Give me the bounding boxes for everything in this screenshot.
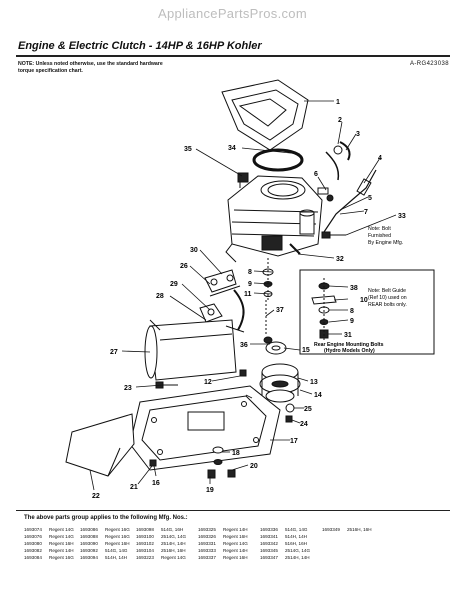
part-number-3: 3 xyxy=(356,131,360,138)
lower-hardware-part xyxy=(149,446,236,479)
watermark: AppliancePartsPros.com xyxy=(158,6,307,21)
part-number-10: 10 xyxy=(360,297,368,304)
part-number-12: 12 xyxy=(204,379,212,386)
part-number-7: 7 xyxy=(364,209,368,216)
part-number-8: 8 xyxy=(248,269,252,276)
svg-text:(Ref 10) used on: (Ref 10) used on xyxy=(368,295,407,301)
part-number-17: 17 xyxy=(290,438,298,445)
part-number-31: 31 xyxy=(344,332,352,339)
part-number-33: 33 xyxy=(398,213,406,220)
part-number-37: 37 xyxy=(276,307,284,314)
part-number-16: 16 xyxy=(152,480,160,487)
belt-guide-note: Note: Belt Guide (Ref 10) used on REAR b… xyxy=(368,288,407,308)
electric-clutch-part xyxy=(259,363,301,403)
bottom-rule xyxy=(16,510,450,511)
fuel-hose-part xyxy=(325,141,351,181)
applies-heading: The above parts group applies to the fol… xyxy=(24,515,188,521)
part-number-25: 25 xyxy=(304,406,312,413)
part-number-19: 19 xyxy=(206,487,214,494)
part-number-28: 28 xyxy=(156,293,164,300)
oil-cap-part xyxy=(237,172,249,188)
part-number-30: 30 xyxy=(190,247,198,254)
part-number-1: 1 xyxy=(336,99,340,106)
part-number-20: 20 xyxy=(250,463,258,470)
part-number-34: 34 xyxy=(228,145,236,152)
inset-hardware-part xyxy=(311,278,337,342)
front-shield-part xyxy=(65,413,135,477)
bolt-note: Note: Bolt Furnished By Engine Mfg. xyxy=(368,226,403,246)
part-number-29: 29 xyxy=(170,281,178,288)
part-number-4: 4 xyxy=(378,155,382,162)
part-number-2: 2 xyxy=(338,117,342,124)
part-number-22: 22 xyxy=(92,493,100,500)
engine-block-part xyxy=(225,175,323,263)
part-number-9-inset: 9 xyxy=(350,318,354,325)
part-number-26: 26 xyxy=(180,263,188,270)
svg-text:Furnished: Furnished xyxy=(368,233,391,239)
svg-text:REAR bolts only.: REAR bolts only. xyxy=(368,302,407,308)
engine-bolt-part xyxy=(289,243,301,255)
part-number-8-inset: 8 xyxy=(350,308,354,315)
pulley-part xyxy=(263,336,287,355)
svg-text:(Hydro Models Only): (Hydro Models Only) xyxy=(324,348,375,354)
reference-code: A-RG423038 xyxy=(409,61,449,67)
svg-text:Rear Engine Mounting Bolts: Rear Engine Mounting Bolts xyxy=(314,342,384,348)
part-number-21: 21 xyxy=(130,484,138,491)
clutch-bolt-part xyxy=(285,415,293,423)
muffler-part xyxy=(144,319,245,381)
part-number-15: 15 xyxy=(302,347,310,354)
part-number-6: 6 xyxy=(314,171,318,178)
title-rule xyxy=(16,55,450,57)
engine-cover-part xyxy=(221,79,309,151)
svg-text:Note: Belt Guide: Note: Belt Guide xyxy=(368,288,406,294)
throttle-cable-part xyxy=(317,169,377,233)
part-number-24: 24 xyxy=(300,421,308,428)
leader-lines xyxy=(89,100,397,491)
part-number-11: 11 xyxy=(244,291,252,298)
exhaust-manifold-part xyxy=(199,269,245,331)
part-number-13: 13 xyxy=(310,379,318,386)
part-number-38: 38 xyxy=(350,285,358,292)
part-number-36: 36 xyxy=(240,342,248,349)
mounting-bracket-part xyxy=(129,385,281,471)
mounting-bolts-caption: Rear Engine Mounting Bolts (Hydro Models… xyxy=(314,342,384,354)
svg-text:Note: Bolt: Note: Bolt xyxy=(368,226,391,232)
part-number-9: 9 xyxy=(248,281,252,288)
part-number-5: 5 xyxy=(368,195,372,202)
part-number-27: 27 xyxy=(110,349,118,356)
mount-bolt-part xyxy=(321,231,346,239)
diagram-title: Engine & Electric Clutch - 14HP & 16HP K… xyxy=(18,40,262,52)
part-number-14: 14 xyxy=(314,392,322,399)
svg-text:By Engine Mfg.: By Engine Mfg. xyxy=(368,240,403,246)
part-number-23: 23 xyxy=(124,385,132,392)
gasket-ring-part xyxy=(252,148,304,172)
part-number-18: 18 xyxy=(232,450,240,457)
part-number-labels: 1 2 3 4 5 6 7 8 9 11 10 8 9 38 31 32 33 … xyxy=(92,99,406,500)
part-number-35: 35 xyxy=(184,146,192,153)
part-number-32: 32 xyxy=(336,256,344,263)
clutch-washer-part xyxy=(285,403,295,413)
torque-note: NOTE: Unless noted otherwise, use the st… xyxy=(18,61,163,74)
